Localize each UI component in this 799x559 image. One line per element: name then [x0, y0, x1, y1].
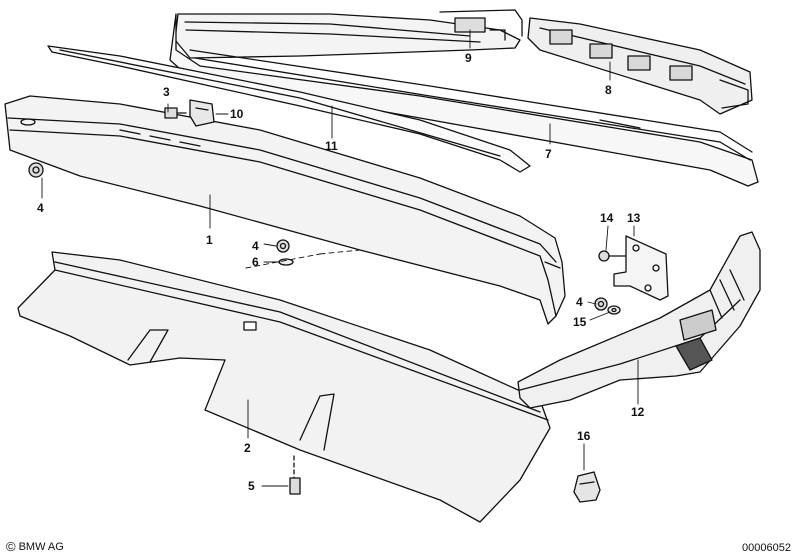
bumper-cover-part-9[interactable] — [174, 9, 523, 59]
copyright-text: BMW AG — [18, 540, 64, 553]
callout-1: 1 — [206, 233, 213, 247]
screw-part-14[interactable] — [598, 250, 627, 262]
clip-part-10[interactable] — [189, 99, 215, 127]
screw-part-5[interactable] — [289, 455, 301, 495]
document-number: 00006052 — [742, 542, 791, 554]
callout-5: 5 — [248, 479, 255, 493]
callout-6: 6 — [252, 255, 259, 269]
bolt-part-3[interactable] — [164, 107, 187, 119]
callout-10: 10 — [230, 107, 244, 121]
bumper-body-part-1[interactable] — [4, 95, 566, 325]
callout-4-right: 4 — [576, 295, 583, 309]
mounting-bracket-part-13[interactable] — [613, 235, 669, 301]
callout-14: 14 — [600, 211, 614, 225]
bracket-part-8[interactable] — [527, 17, 753, 115]
callout-labels: 1 2 3 4 4 4 5 6 7 8 9 10 11 12 13 14 15 … — [37, 51, 645, 493]
callout-2: 2 — [244, 441, 251, 455]
copyright-symbol: © — [6, 539, 16, 554]
callout-4-left: 4 — [37, 201, 44, 215]
nut-part-4-left[interactable] — [28, 162, 44, 178]
callout-4-center: 4 — [252, 239, 259, 253]
callout-9: 9 — [465, 51, 472, 65]
callout-15: 15 — [573, 315, 587, 329]
callout-12: 12 — [631, 405, 645, 419]
copyright-notice: © BMW AG — [6, 539, 64, 554]
nut-part-4-center[interactable] — [276, 239, 290, 253]
callout-3: 3 — [163, 85, 170, 99]
callout-8: 8 — [605, 83, 612, 97]
corner-piece-part-12[interactable] — [517, 231, 761, 409]
nut-part-4-right[interactable] — [594, 297, 608, 311]
callout-11: 11 — [325, 139, 338, 153]
leader-lines — [41, 29, 639, 487]
washer-part-15[interactable] — [607, 305, 621, 315]
lower-apron-part-2[interactable] — [17, 251, 551, 523]
bumper-shell-part-7[interactable] — [169, 13, 759, 187]
trim-strip-part-11[interactable] — [47, 45, 531, 173]
callout-7: 7 — [545, 147, 552, 161]
callout-16: 16 — [577, 429, 591, 443]
clip-part-16[interactable] — [573, 471, 601, 503]
callout-13: 13 — [627, 211, 641, 225]
